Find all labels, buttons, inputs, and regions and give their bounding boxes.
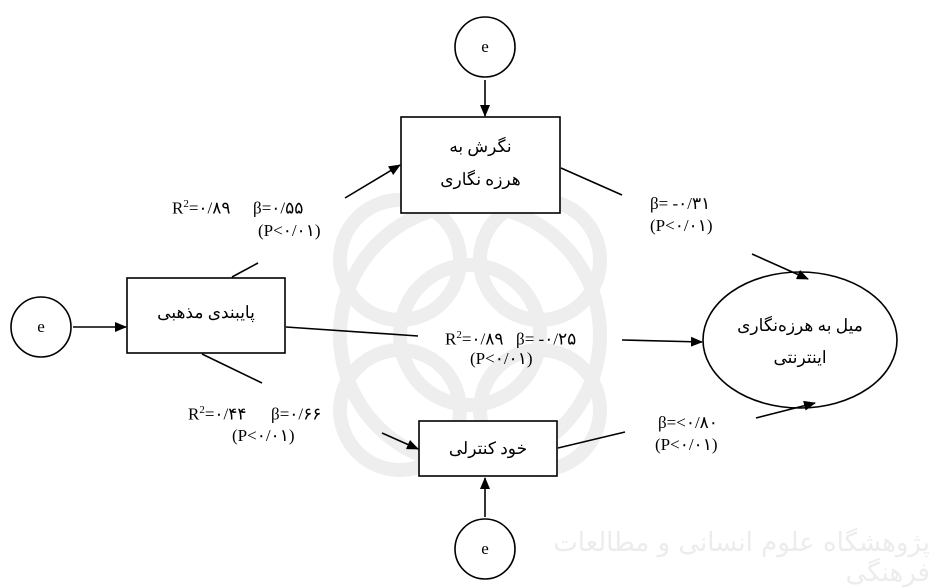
line-att-out-a (560, 167, 623, 196)
r2-prefix: R (188, 404, 200, 424)
arrow-att-out (751, 253, 809, 280)
coef-rel-out: R2=۰/۸۹ β= -۰/۲۵ (445, 325, 576, 350)
error-label-top: e (481, 37, 489, 56)
r2-value: =۰/۴۴ (204, 404, 247, 424)
beta-value: β= -۰/۲۵ (516, 329, 577, 349)
r2-value: =۰/۸۹ (461, 329, 504, 349)
arrow-rel-self (381, 432, 419, 450)
r2-sup: 2 (199, 404, 205, 416)
coef-rel-att: R2=۰/۸۹ β=۰/۵۵ (172, 194, 303, 219)
attitude-box (400, 116, 561, 214)
outcome-label-line1: میل به هرزه‌نگاری (737, 316, 863, 335)
coef-rel-self: R2=۰/۴۴ β=۰/۶۶ (188, 400, 321, 425)
religious-box (126, 277, 286, 354)
p-rel-att: (P<۰/۰۱) (258, 221, 321, 240)
line-self-out-a (557, 431, 626, 449)
religious-label: پایبندی مذهبی (157, 303, 255, 322)
error-circle-left (10, 296, 72, 358)
arrow-rel-out (621, 336, 703, 347)
r2-sup: 2 (456, 329, 462, 341)
beta-value: β=۰/۵۵ (253, 198, 304, 218)
coef-att-out: β= -۰/۳۱ (650, 194, 711, 213)
p-rel-out: (P<۰/۰۱) (470, 349, 533, 368)
attitude-label-line1: نگرش به (449, 137, 512, 156)
arrow-self-out (755, 400, 816, 419)
coef-self-out: β=<۰/۸۰ (658, 413, 718, 432)
p-att-out: (P<۰/۰۱) (650, 216, 713, 235)
beta-value: β=۰/۶۶ (271, 404, 322, 424)
line-rel-self-a (201, 353, 263, 384)
r2-prefix: R (172, 198, 184, 218)
line-rel-att-a (231, 262, 259, 278)
p-self-out: (P<۰/۰۱) (655, 435, 718, 454)
r2-prefix: R (445, 329, 457, 349)
outcome-label-line2: اینترنتی (773, 348, 827, 367)
error-label-left: e (37, 317, 45, 336)
selfcontrol-label: خود کنترلی (448, 439, 528, 458)
r2-value: =۰/۸۹ (188, 198, 231, 218)
line-rel-out-a (285, 326, 419, 337)
outcome-ellipse (702, 271, 898, 409)
selfcontrol-box (418, 420, 558, 477)
r2-sup: 2 (183, 198, 189, 210)
error-circle-top (454, 16, 516, 78)
arrow-rel-att (344, 164, 401, 199)
p-rel-self: (P<۰/۰۱) (232, 426, 295, 445)
error-label-bottom: e (481, 539, 489, 558)
attitude-label-line2: هرزه نگاری (440, 170, 521, 189)
error-circle-bottom (454, 518, 516, 580)
